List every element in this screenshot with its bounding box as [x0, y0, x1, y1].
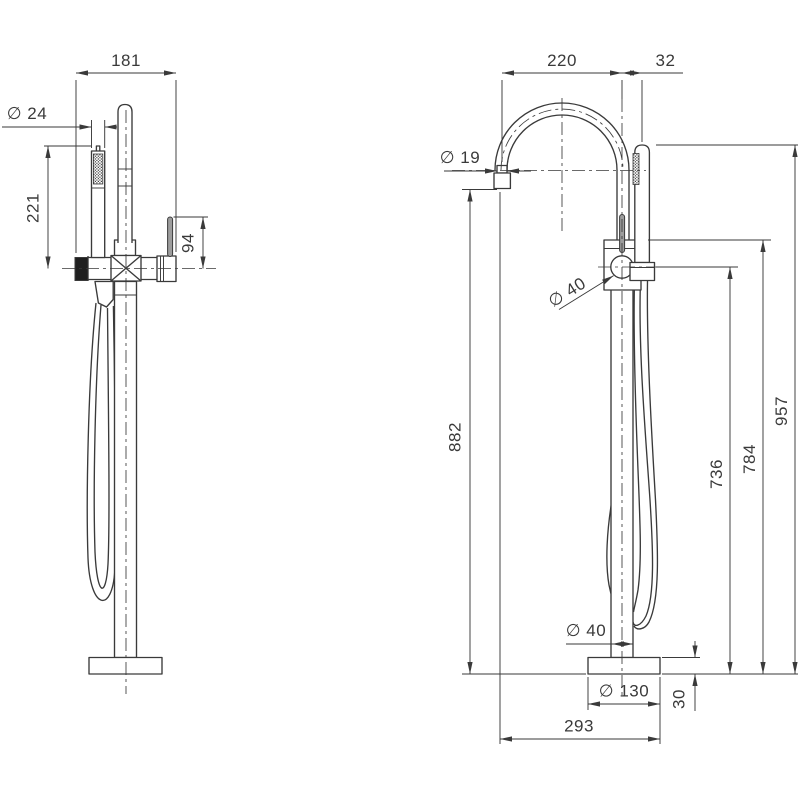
front-lever-height-dim-label: 94	[179, 233, 198, 253]
handshower-offset-dim-label: 32	[656, 51, 676, 70]
front-handshower-holder	[74, 257, 89, 281]
overall-height-dim-label: 957	[772, 396, 791, 426]
side-base	[587, 656, 661, 675]
spout-arc-centerline	[500, 108, 624, 171]
spout-reach-dim-label: 220	[547, 51, 577, 70]
front-width-dim-label: 181	[111, 51, 141, 70]
spout-outlet-flange	[493, 172, 512, 190]
front-base	[88, 656, 163, 675]
front-dimensions: 181 ∅ 24 221 94	[2, 51, 208, 269]
front-cross-diagonal	[110, 254, 142, 282]
front-hose-inner	[93, 304, 110, 589]
front-handshower-height-dim-label: 221	[24, 193, 43, 223]
spout-outlet-neck	[496, 164, 508, 174]
front-hose-elbow	[94, 280, 114, 308]
side-hose-strand	[633, 280, 659, 630]
front-handshower-diameter-dim-label: ∅ 24	[7, 104, 47, 123]
base-diameter-dim-label: ∅ 130	[599, 682, 649, 701]
side-hose-strand	[632, 280, 641, 613]
body-center-height-dim-label: 736	[707, 459, 726, 489]
side-view: 220 32 ∅ 19 ∅ 40 882 736 784 957 ∅ 40 ∅ …	[440, 51, 798, 744]
leader-line-body-diameter	[558, 275, 614, 310]
front-lever-rod	[167, 216, 174, 257]
front-right-arm	[141, 256, 157, 281]
front-hose-outer	[86, 302, 117, 602]
side-handshower-holder	[629, 261, 656, 282]
side-hose-strand	[632, 280, 654, 627]
spout-leg	[616, 170, 630, 240]
front-spout-tube	[117, 103, 133, 243]
front-column	[113, 280, 138, 659]
column-diameter-dim-label: ∅ 40	[566, 621, 606, 640]
outlet-height-dim-label: 882	[446, 422, 465, 452]
front-view: 181 ∅ 24 221 94	[2, 51, 216, 694]
base-thickness-dim-label: 30	[670, 689, 689, 709]
body-top-height-dim-label: 784	[740, 444, 759, 474]
side-handshower-knurl	[632, 153, 640, 185]
spout-arc-outer	[494, 102, 630, 171]
body-diameter-dim-label: ∅ 40	[545, 274, 589, 312]
outlet-diameter-dim-label: ∅ 19	[440, 148, 480, 167]
overall-depth-dim-label: 293	[564, 717, 594, 736]
front-handshower-knurl	[93, 153, 104, 185]
side-dimensions: 220 32 ∅ 19 ∅ 40 882 736 784 957 ∅ 40 ∅ …	[440, 51, 798, 744]
